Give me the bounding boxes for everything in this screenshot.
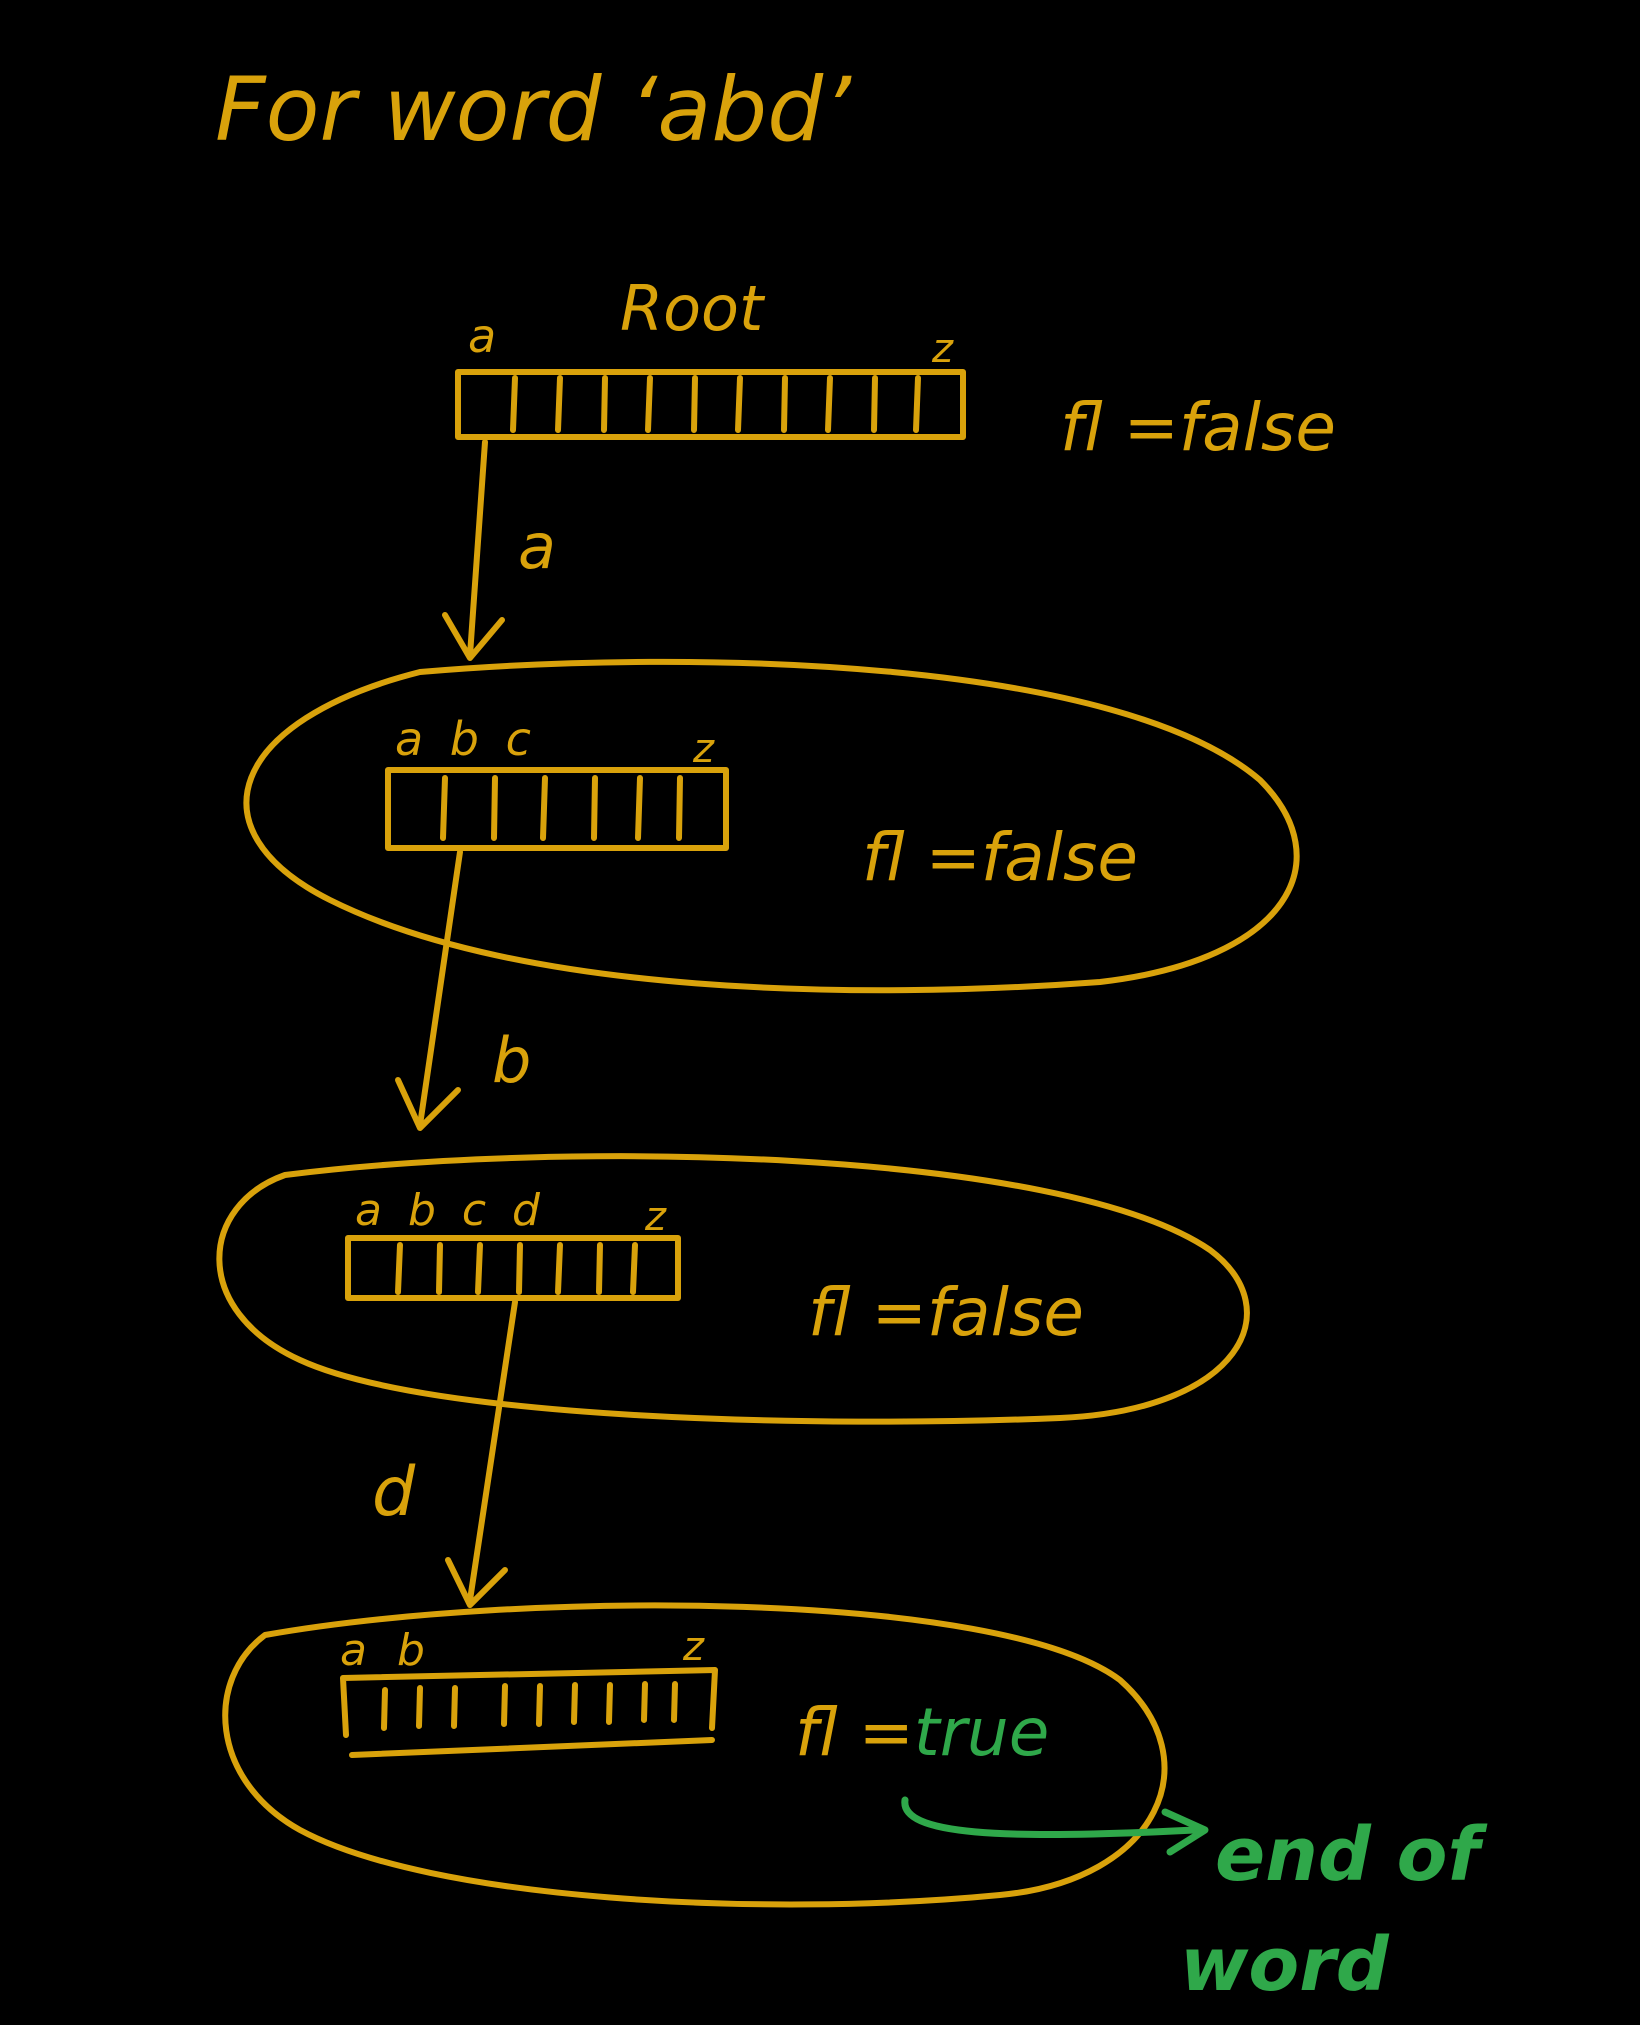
- node-2-ellipse: [216, 1153, 1250, 1425]
- annotation-line-1: end of: [1215, 1812, 1487, 1898]
- edge-d: d: [372, 1299, 518, 1608]
- edge-b-line: [417, 849, 463, 1128]
- node-2: a b c d z fl =false: [216, 1153, 1250, 1425]
- annotation-line-2: word: [1180, 1922, 1390, 2008]
- root-node: Root a z fl =false: [455, 272, 1336, 466]
- edge-a-arrowhead: [442, 612, 505, 661]
- edge-a-line: [467, 439, 488, 658]
- edge-b-arrowhead: [395, 1077, 461, 1131]
- edge-b: b: [395, 849, 531, 1131]
- end-of-word-annotation: end of word: [901, 1796, 1487, 2008]
- node-1-ellipse: [243, 658, 1300, 994]
- node-3: a b z fl =true: [222, 1602, 1168, 1908]
- node-3-flag: fl =true: [795, 1694, 1049, 1771]
- root-label: Root: [620, 272, 766, 345]
- root-array-cells: [510, 375, 921, 433]
- node-1: a b c z fl =false: [243, 658, 1300, 994]
- node-3-array: [340, 1667, 718, 1758]
- node-2-flag: fl =false: [808, 1274, 1084, 1351]
- annotation-arrow-line: [901, 1796, 1199, 1839]
- edge-d-line: [467, 1299, 518, 1603]
- node-3-last-index: z: [682, 1624, 705, 1670]
- root-first-index: a: [468, 309, 496, 363]
- node-2-last-index: z: [644, 1194, 667, 1240]
- node-1-array: [385, 767, 729, 851]
- node-3-index-labels: a b: [340, 1625, 433, 1676]
- node-2-array: [345, 1235, 681, 1301]
- node-3-ellipse: [222, 1602, 1168, 1908]
- edge-d-label: d: [372, 1453, 416, 1532]
- edge-b-label: b: [492, 1024, 531, 1097]
- root-last-index: z: [931, 326, 954, 372]
- diagram-title: For word ‘abd’: [215, 58, 852, 161]
- node-1-array-cells: [440, 775, 683, 841]
- root-flag: fl =false: [1060, 389, 1336, 466]
- edge-a: a: [442, 439, 556, 661]
- node-2-array-cells: [395, 1242, 638, 1295]
- annotation-arrowhead: [1161, 1808, 1209, 1856]
- root-array: [455, 369, 966, 440]
- edge-d-arrowhead: [445, 1557, 508, 1608]
- node-1-index-labels: a b c: [395, 712, 537, 766]
- node-2-index-labels: a b c d: [355, 1185, 546, 1236]
- node-1-flag: fl =false: [862, 819, 1138, 896]
- edge-a-label: a: [518, 510, 556, 583]
- node-3-array-cells: [381, 1681, 678, 1731]
- node-1-last-index: z: [692, 726, 715, 772]
